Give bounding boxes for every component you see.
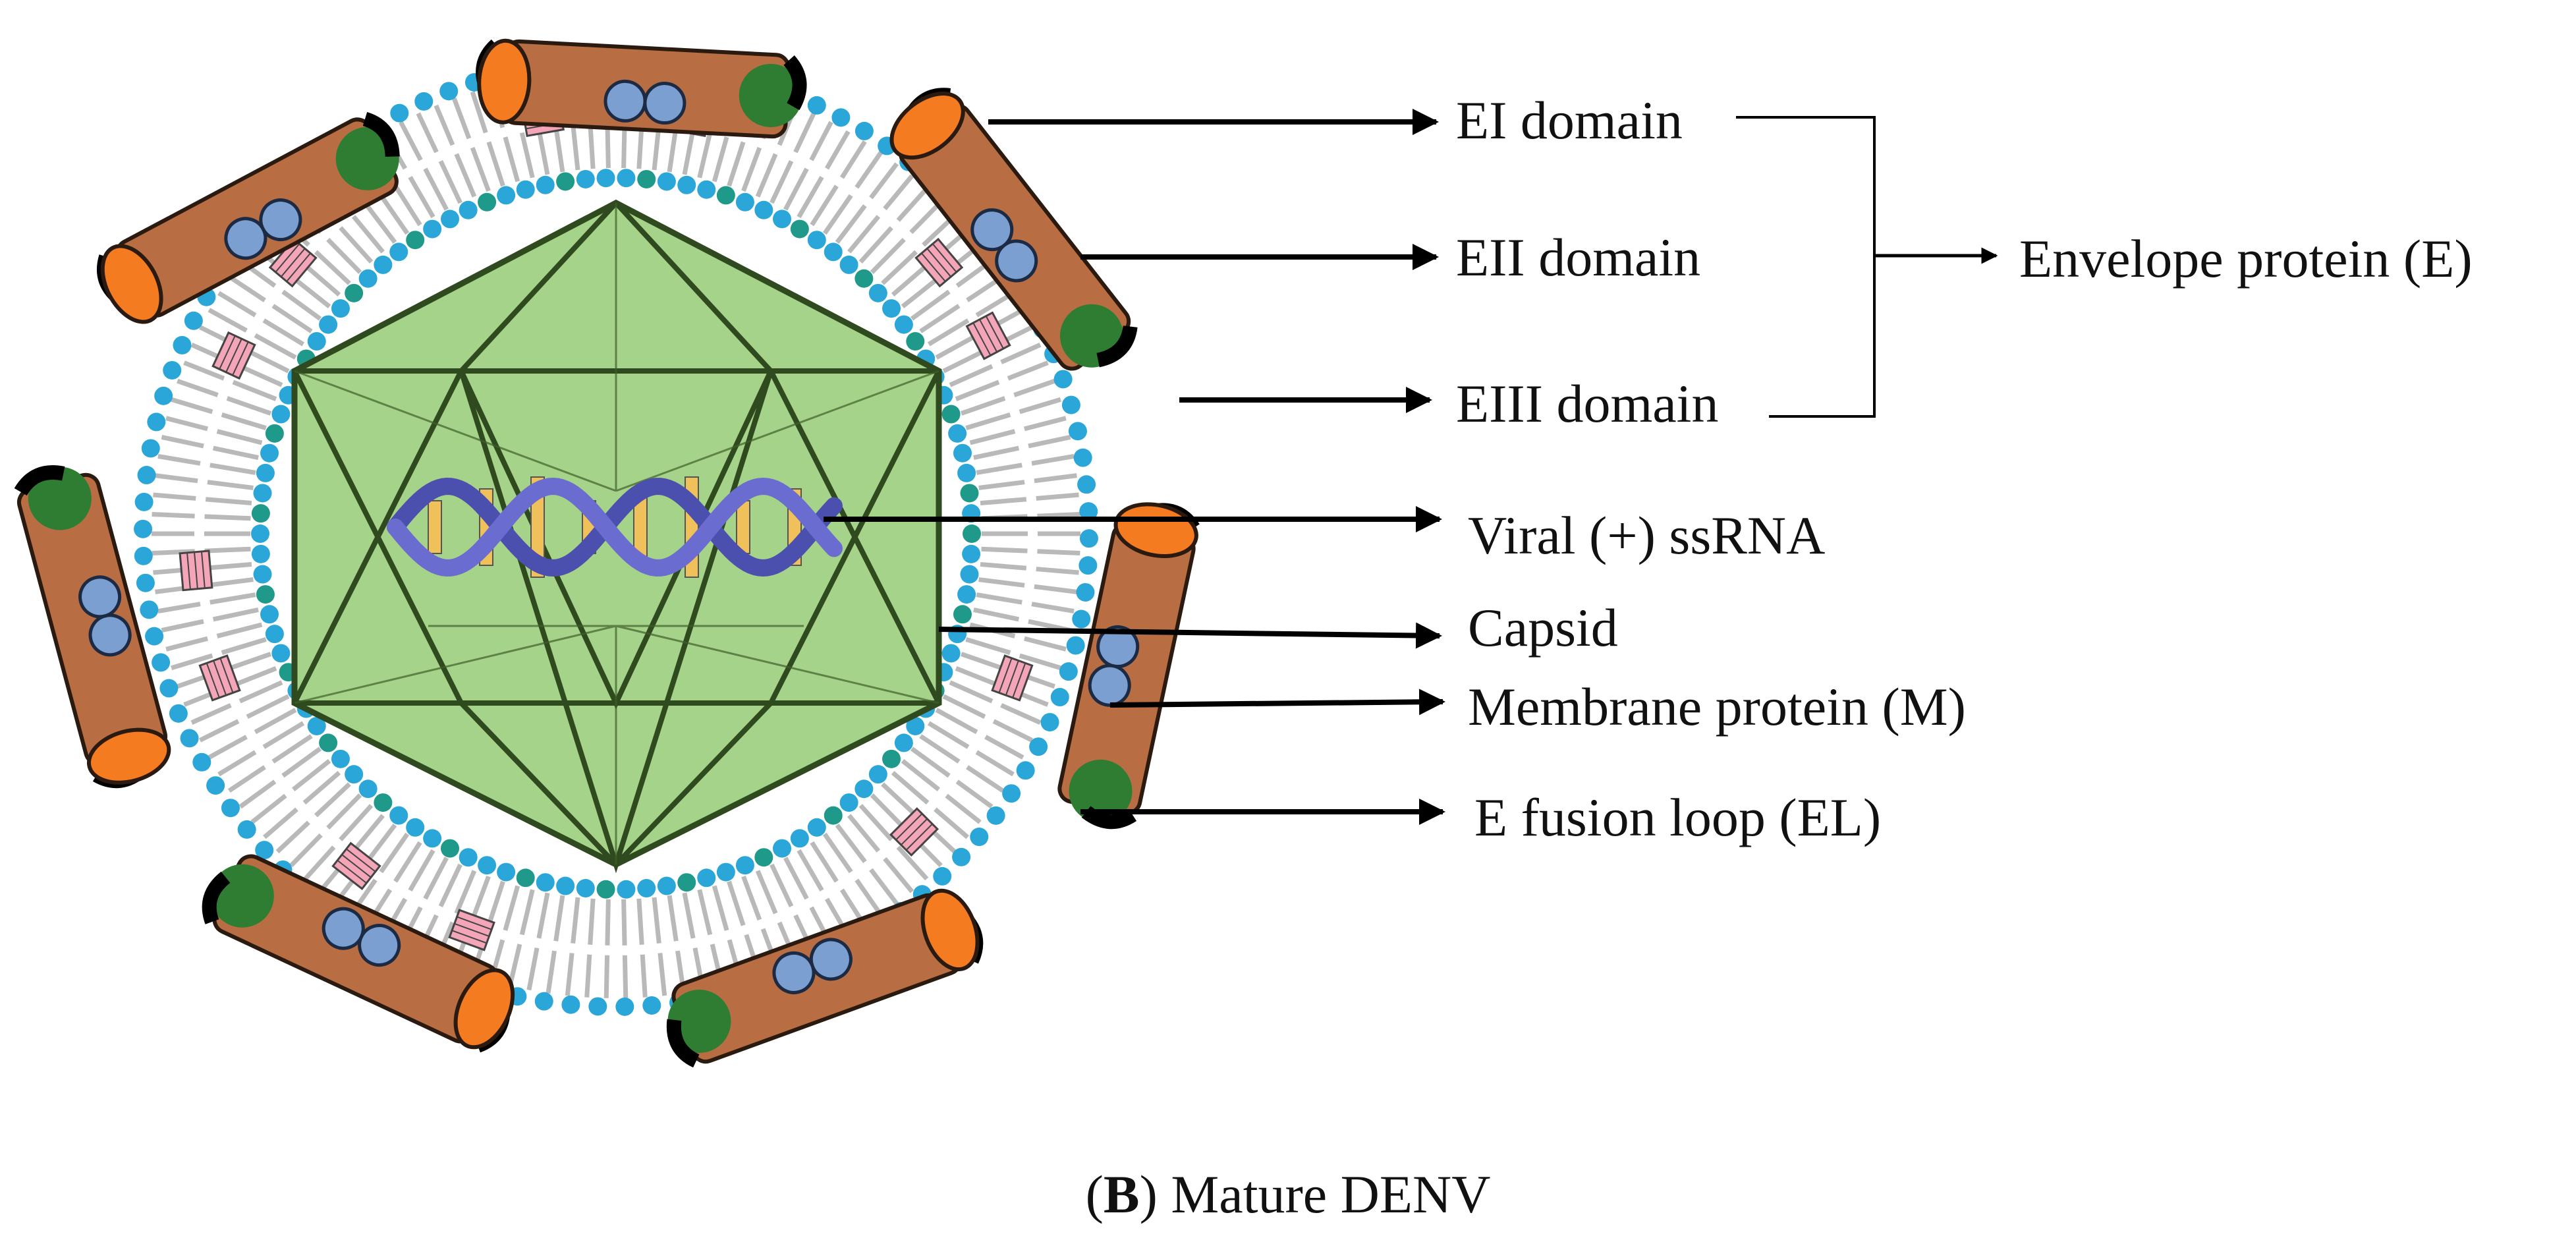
eiii-domain-label: EIII domain [1456, 374, 1718, 434]
eii-domain-label: EII domain [1456, 227, 1700, 287]
figure-caption: (B) Mature DENV [1086, 1164, 1491, 1224]
viral-ssrna-label: Viral (+) ssRNA [1468, 505, 1825, 565]
caption-text: Mature DENV [1158, 1164, 1491, 1224]
m-protein-leader [1109, 689, 1445, 716]
envelope-proteins [14, 38, 1200, 1068]
e-protein-dimer [97, 111, 400, 324]
e-protein-dimer [202, 854, 515, 1053]
virion [14, 38, 1200, 1068]
leader-lines [824, 109, 1445, 825]
ei-domain-label: EI domain [1456, 90, 1683, 150]
e-protein-dimer [889, 88, 1138, 371]
fusion-loop-label: E fusion loop (EL) [1474, 787, 1881, 847]
capsid-leader [938, 622, 1442, 649]
viral-rna-helix [387, 476, 843, 578]
capsid-inner-lines [294, 203, 939, 864]
e-protein-dimer [666, 888, 984, 1068]
capsid-label: Capsid [1468, 598, 1618, 658]
e-protein-dimer [14, 465, 171, 789]
envelope-bracket [1736, 116, 1998, 418]
membrane-protein-label: Membrane protein (M) [1468, 677, 1966, 737]
caption-panel-letter: B [1104, 1164, 1140, 1224]
e-protein-dimer [476, 38, 807, 139]
envelope-protein-label: Envelope protein (E) [2019, 229, 2473, 289]
